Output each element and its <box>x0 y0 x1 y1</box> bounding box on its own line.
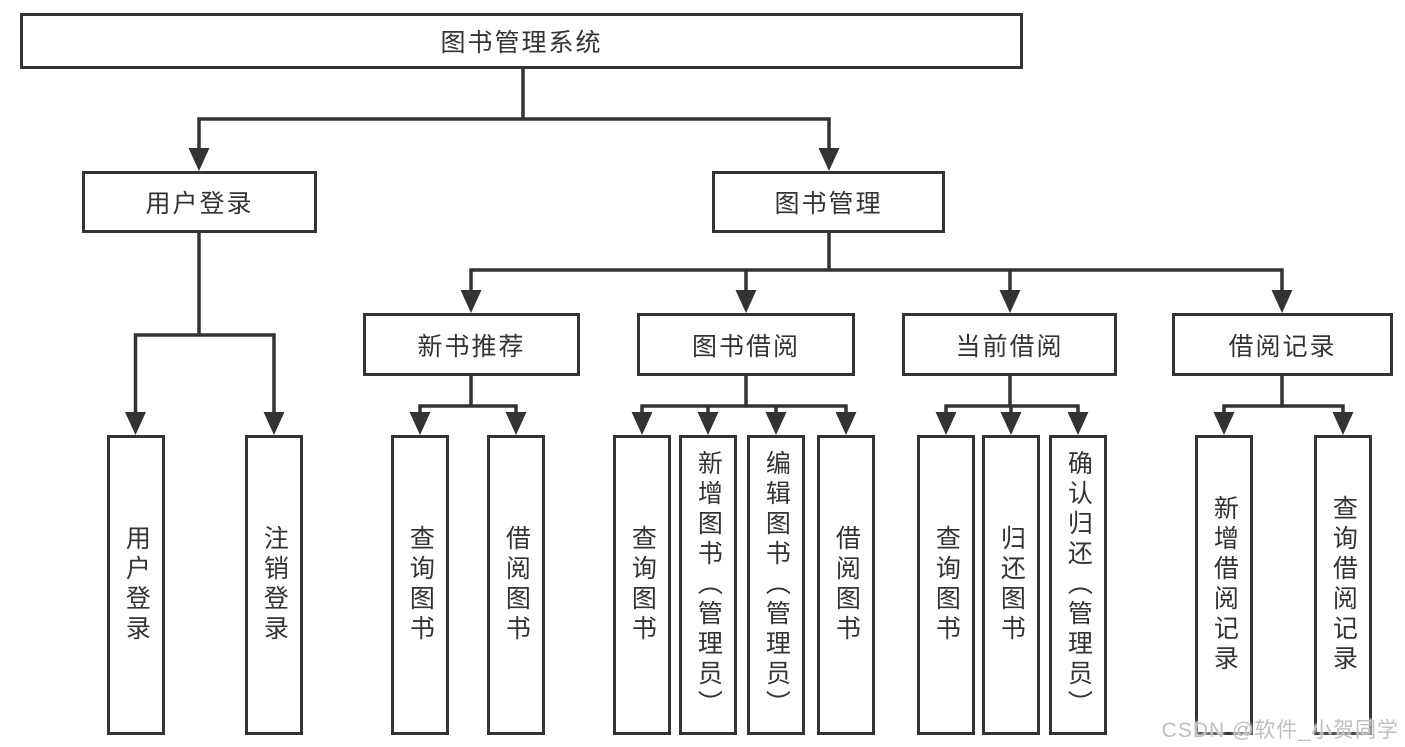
connector-root-split <box>197 69 831 152</box>
leaf-add-books-admin-label: 新增图书（管理员） <box>694 450 723 720</box>
node-book-management: 图书管理 <box>712 171 945 233</box>
leaf-confirm-return-admin-label: 确认归还（管理员） <box>1064 450 1093 720</box>
leaf-add-borrow-record-label: 新增借阅记录 <box>1210 495 1239 675</box>
node-borrow-records: 借阅记录 <box>1172 313 1393 376</box>
leaf-query-books-3-label: 查询图书 <box>932 525 961 645</box>
connector-book-mgmt-split <box>469 233 1284 294</box>
leaf-query-borrow-record: 查询借阅记录 <box>1314 435 1372 735</box>
leaf-edit-books-admin-label: 编辑图书（管理员） <box>762 450 791 720</box>
leaf-return-books-label: 归还图书 <box>997 525 1026 645</box>
leaf-query-books-2-label: 查询图书 <box>628 525 657 645</box>
connector-book-borrow-split <box>640 376 848 416</box>
leaf-return-books: 归还图书 <box>982 435 1040 735</box>
leaf-user-login-label: 用户登录 <box>122 525 151 645</box>
leaf-query-books-1: 查询图书 <box>391 435 449 735</box>
node-new-book-recommend: 新书推荐 <box>363 313 580 376</box>
leaf-query-books-3: 查询图书 <box>917 435 975 735</box>
leaf-logout-login-label: 注销登录 <box>260 525 289 645</box>
leaf-query-borrow-record-label: 查询借阅记录 <box>1329 495 1358 675</box>
leaf-query-books-2: 查询图书 <box>613 435 671 735</box>
leaf-borrow-books-1-label: 借阅图书 <box>502 525 531 645</box>
leaf-borrow-books-1: 借阅图书 <box>487 435 545 735</box>
connector-current-borrow-split <box>944 376 1080 416</box>
arrowheads <box>125 148 1354 435</box>
leaf-query-books-1-label: 查询图书 <box>406 525 435 645</box>
leaf-edit-books-admin: 编辑图书（管理员） <box>747 435 805 735</box>
leaf-borrow-books-2-label: 借阅图书 <box>832 525 861 645</box>
leaf-borrow-books-2: 借阅图书 <box>817 435 875 735</box>
node-book-borrow: 图书借阅 <box>637 313 855 376</box>
node-current-borrow: 当前借阅 <box>902 313 1117 376</box>
connector-new-book-split <box>418 376 518 416</box>
leaf-confirm-return-admin: 确认归还（管理员） <box>1049 435 1107 735</box>
leaf-logout-login: 注销登录 <box>245 435 303 735</box>
node-root-system: 图书管理系统 <box>20 13 1023 69</box>
connector-borrow-records-split <box>1222 376 1345 416</box>
leaf-user-login: 用户登录 <box>107 435 165 735</box>
leaf-add-borrow-record: 新增借阅记录 <box>1195 435 1253 735</box>
csdn-watermark: CSDN @软件_小贺同学 <box>1161 719 1399 742</box>
leaf-add-books-admin: 新增图书（管理员） <box>679 435 737 735</box>
node-user-login: 用户登录 <box>82 171 317 233</box>
connector-user-login-split <box>133 233 276 416</box>
